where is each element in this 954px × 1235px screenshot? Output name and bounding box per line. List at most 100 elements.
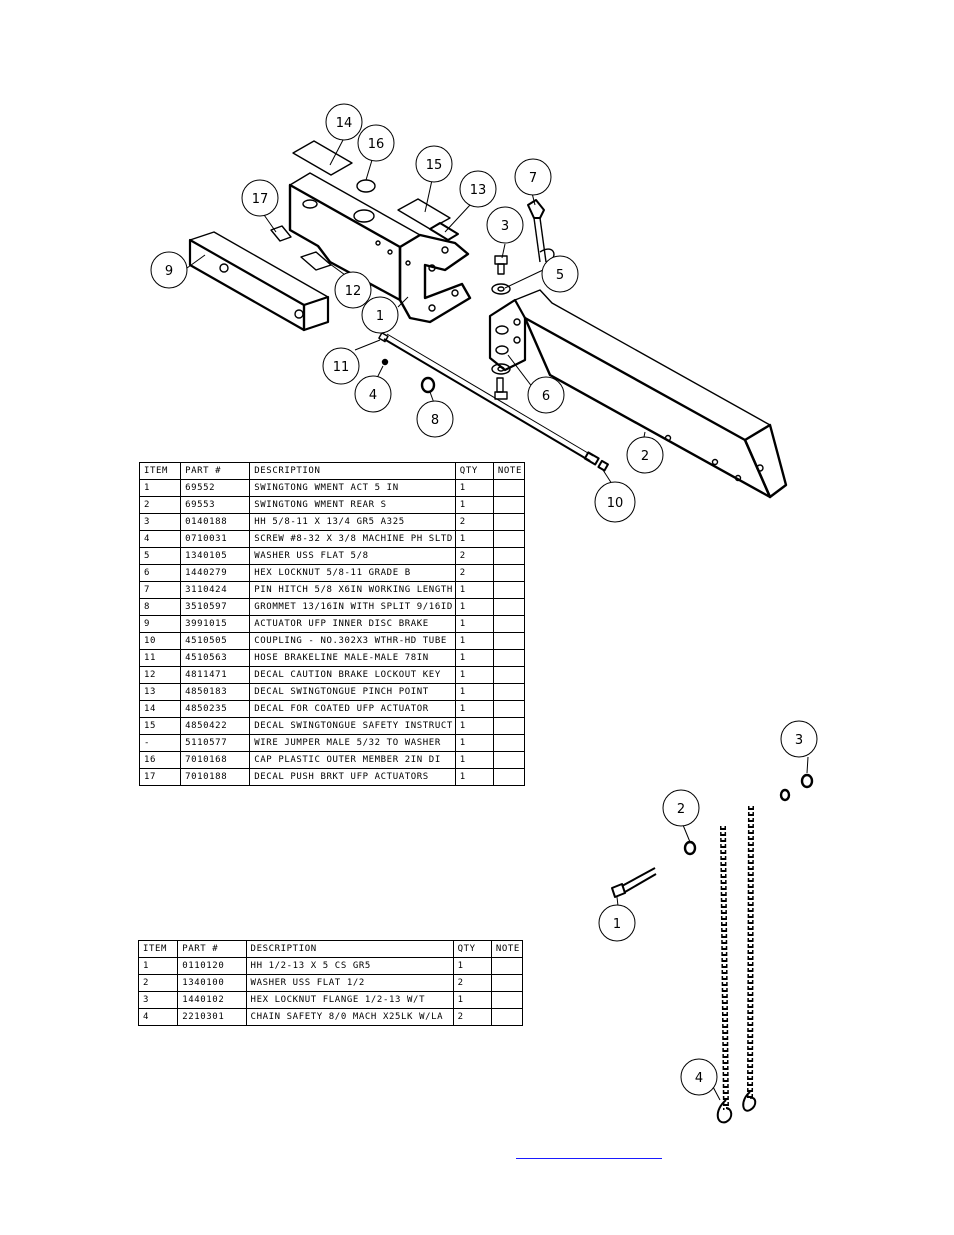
cell-qty: 1 xyxy=(454,598,494,616)
cell-item: 8 xyxy=(138,598,182,616)
cell-description: DECAL PUSH BRKT UFP ACTUATORS xyxy=(249,768,456,786)
balloon-7: 7 xyxy=(514,158,552,196)
svg-text:11: 11 xyxy=(333,360,350,375)
cell-note xyxy=(492,547,526,565)
cell-item: - xyxy=(138,734,182,752)
balloon-13: 13 xyxy=(459,170,497,208)
balloon-14: 14 xyxy=(325,103,363,141)
balloon-12: 12 xyxy=(334,271,372,309)
cap-16 xyxy=(356,179,376,193)
svg-text:16: 16 xyxy=(368,137,385,152)
cell-note xyxy=(492,564,526,582)
cell-qty: 1 xyxy=(454,479,494,497)
balloon-6: 6 xyxy=(527,376,565,414)
grommet-8 xyxy=(420,376,436,394)
svg-text:3: 3 xyxy=(501,219,509,234)
cell-description: DECAL SWINGTONGUE PINCH POINT xyxy=(249,683,456,701)
cell-description: DECAL FOR COATED UFP ACTUATOR xyxy=(249,700,456,718)
bolt-and-washer xyxy=(491,255,511,295)
cell-item: 7 xyxy=(138,581,182,599)
header-part: PART # xyxy=(180,462,251,480)
cell-part-number: 0710031 xyxy=(180,530,251,548)
actuator-weldment xyxy=(288,172,472,324)
screw-4 xyxy=(381,358,389,366)
actuator-inner-tube xyxy=(188,231,330,332)
header-part: PART # xyxy=(177,940,247,958)
cell-description: HOSE BRAKELINE MALE-MALE 78IN xyxy=(249,649,456,667)
cell-part-number: 0110120 xyxy=(177,957,247,975)
cell-note xyxy=(492,700,526,718)
cell-description: SWINGTONG WMENT ACT 5 IN xyxy=(249,479,456,497)
cell-description: HEX LOCKNUT 5/8-11 GRADE B xyxy=(249,564,456,582)
cell-qty: 1 xyxy=(454,717,494,735)
cell-note xyxy=(492,768,526,786)
cell-description: DECAL SWINGTONGUE SAFETY INSTRUCT xyxy=(249,717,456,735)
cell-part-number: 1340105 xyxy=(180,547,251,565)
svg-text:5: 5 xyxy=(556,268,564,283)
svg-text:4: 4 xyxy=(369,388,377,403)
header-note: NOTE xyxy=(492,462,526,480)
cell-part-number: 4850422 xyxy=(180,717,251,735)
cell-item: 16 xyxy=(138,751,182,769)
cell-item: 3 xyxy=(137,991,179,1009)
table-header-row: ITEM PART # DESCRIPTION QTY NOTE xyxy=(138,462,526,480)
balloons-drawing-2: 3 2 1 4 xyxy=(598,720,818,1096)
cell-qty: 1 xyxy=(454,581,494,599)
chain-4 xyxy=(716,805,757,1124)
cell-description: WASHER USS FLAT 5/8 xyxy=(249,547,456,565)
header-item: ITEM xyxy=(137,940,179,958)
cell-part-number: 69552 xyxy=(180,479,251,497)
cell-note xyxy=(490,974,524,992)
cell-part-number: 1440279 xyxy=(180,564,251,582)
cell-note xyxy=(492,615,526,633)
balloon-5: 5 xyxy=(541,255,579,293)
svg-text:15: 15 xyxy=(426,158,443,173)
cell-note xyxy=(492,581,526,599)
cell-qty: 1 xyxy=(452,991,492,1009)
header-item: ITEM xyxy=(138,462,182,480)
cell-part-number: 7010188 xyxy=(180,768,251,786)
cell-item: 2 xyxy=(137,974,179,992)
cell-item: 6 xyxy=(138,564,182,582)
cell-qty: 1 xyxy=(454,768,494,786)
svg-text:17: 17 xyxy=(252,192,269,207)
hitch-pin xyxy=(527,199,555,265)
svg-text:8: 8 xyxy=(431,413,439,428)
hyperlink-underline[interactable] xyxy=(516,1158,662,1159)
svg-text:3: 3 xyxy=(795,733,803,748)
svg-text:6: 6 xyxy=(542,389,550,404)
balloon-chain-1: 1 xyxy=(598,904,636,942)
cell-qty: 1 xyxy=(454,700,494,718)
cell-qty: 1 xyxy=(454,666,494,684)
cell-qty: 1 xyxy=(454,615,494,633)
cell-note xyxy=(492,666,526,684)
cell-part-number: 4850183 xyxy=(180,683,251,701)
balloon-11: 11 xyxy=(322,347,360,385)
cell-part-number: 69553 xyxy=(180,496,251,514)
cell-description: HEX LOCKNUT FLANGE 1/2-13 W/T xyxy=(245,991,454,1009)
cell-description: DECAL CAUTION BRAKE LOCKOUT KEY xyxy=(249,666,456,684)
header-description: DESCRIPTION xyxy=(249,462,456,480)
locknut-3 xyxy=(779,773,814,802)
balloon-17: 17 xyxy=(241,179,279,217)
balloon-10: 10 xyxy=(594,481,636,523)
cell-description: COUPLING - NO.302X3 WTHR-HD TUBE xyxy=(249,632,456,650)
cell-note xyxy=(492,496,526,514)
cell-note xyxy=(492,751,526,769)
cell-description: SCREW #8-32 X 3/8 MACHINE PH SLTD xyxy=(249,530,456,548)
cell-qty: 2 xyxy=(454,564,494,582)
header-qty: QTY xyxy=(454,462,494,480)
balloon-chain-3: 3 xyxy=(780,720,818,758)
